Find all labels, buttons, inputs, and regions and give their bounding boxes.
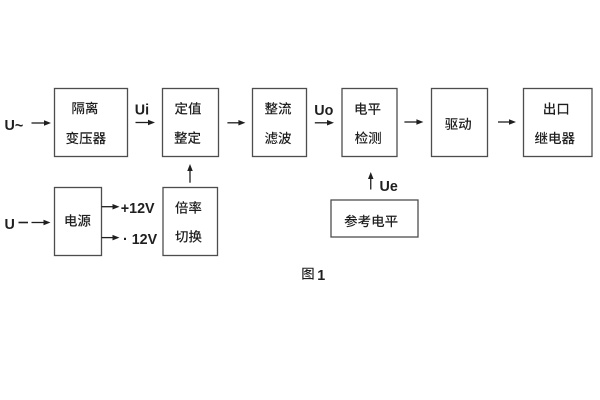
svg-text:Uo: Uo [314, 103, 333, 119]
svg-text:+12V: +12V [121, 201, 155, 217]
svg-text:U: U [5, 217, 15, 233]
svg-text:1: 1 [317, 268, 325, 284]
svg-text:Ue: Ue [380, 179, 398, 195]
svg-text:Ui: Ui [135, 103, 149, 119]
svg-text:U~: U~ [5, 118, 24, 134]
svg-text:· 12V: · 12V [123, 232, 158, 248]
